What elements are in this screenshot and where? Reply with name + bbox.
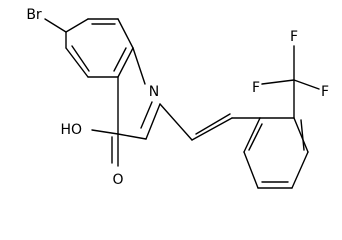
- carbonyl-oxygen-label: O: [112, 172, 123, 188]
- structure-diagram: Br N HO O F F F: [26, 7, 330, 189]
- bromine-label: Br: [26, 7, 42, 23]
- fluorine-label-right: F: [321, 84, 329, 100]
- hydroxyl-label: HO: [60, 122, 82, 138]
- molecule-drawing: Br N HO O F F F: [26, 7, 329, 189]
- phenyl-ring: [231, 117, 309, 189]
- fluorine-label-left: F: [252, 80, 260, 96]
- carboxylic-acid-group: [91, 129, 119, 167]
- nitrogen-label: N: [149, 84, 159, 100]
- pyridine-ring: [117, 47, 161, 140]
- benzo-ring: [65, 18, 134, 78]
- bromine-substituent: [44, 18, 67, 33]
- vinyl-linker: [159, 103, 233, 141]
- fluorine-label-top: F: [290, 29, 298, 45]
- trifluoromethyl-group: [261, 45, 320, 119]
